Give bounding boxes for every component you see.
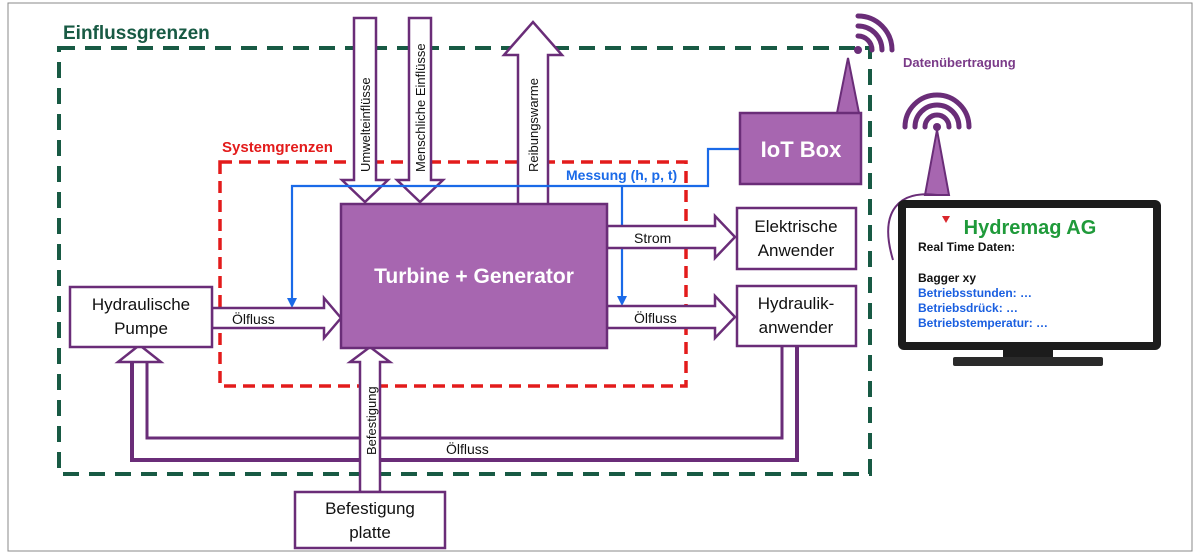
environment-arrow bbox=[338, 16, 392, 204]
turbine-generator-label: Turbine + Generator bbox=[374, 265, 574, 288]
hydraulic-pump-label-2: Pumpe bbox=[114, 319, 168, 338]
mounting-plate-label-2: platte bbox=[349, 523, 391, 542]
monitor-icon bbox=[898, 200, 1161, 366]
electrical-consumer-label-2: Anwender bbox=[758, 241, 835, 260]
monitor-heading: Real Time Daten: bbox=[918, 240, 1015, 254]
mounting-plate-box bbox=[293, 490, 447, 550]
friction-heat-arrow-label: Reibungswarme bbox=[526, 78, 541, 172]
oil-return-pipe-inner bbox=[145, 346, 784, 440]
hydraulic-consumer-label-1: Hydraulik- bbox=[758, 294, 835, 313]
oil-in-label: Ölfluss bbox=[232, 310, 275, 327]
outer-frame bbox=[7, 2, 1193, 552]
hydraulic-pump-label-1: Hydraulische bbox=[92, 295, 190, 314]
hydraulic-consumer-box bbox=[735, 284, 858, 348]
mounting-arrow-label: Befestigung bbox=[364, 386, 379, 455]
antenna-icon bbox=[834, 57, 862, 119]
system-boundary-label: Systemgrenzen bbox=[222, 139, 333, 156]
human-influences-arrow-label: Menschliche Einflüsse bbox=[413, 43, 428, 172]
monitor-machine: Bagger xy bbox=[918, 271, 976, 285]
power-arrow bbox=[605, 212, 737, 262]
hydraulic-consumer-label-2: anwender bbox=[759, 318, 834, 337]
monitor-row-hours: Betriebsstunden: … bbox=[918, 286, 1032, 300]
measurement-label: Messung (h, p, t) bbox=[566, 167, 677, 183]
iot-box-label: IoT Box bbox=[761, 137, 842, 162]
hydremag-logo: Hydremag AG bbox=[964, 217, 1097, 239]
influence-boundary bbox=[57, 46, 872, 476]
mounting-plate-label-1: Befestigung bbox=[325, 499, 415, 518]
turbine-generator-box bbox=[339, 202, 609, 350]
oil-in-arrow bbox=[210, 294, 343, 342]
oil-return-label: Ölfluss bbox=[446, 440, 489, 457]
system-boundary bbox=[218, 160, 688, 388]
mounting-arrow bbox=[346, 345, 394, 494]
monitor-row-temperature: Betriebstemperatur: … bbox=[918, 316, 1048, 330]
oil-return-label-bg bbox=[438, 441, 500, 457]
oil-out-arrow bbox=[605, 292, 737, 342]
iot-box bbox=[738, 111, 863, 186]
influence-boundary-label: Einflussgrenzen bbox=[63, 23, 210, 44]
power-label: Strom bbox=[634, 230, 671, 246]
wifi-icon bbox=[902, 92, 972, 131]
human-influences-arrow bbox=[393, 16, 447, 204]
measurement-line bbox=[290, 147, 740, 300]
wifi-icon bbox=[854, 13, 895, 54]
electrical-consumer-label-1: Elektrische bbox=[754, 217, 837, 236]
data-transmission-label: Datenübertragung bbox=[903, 55, 1016, 70]
friction-heat-arrow bbox=[501, 20, 565, 207]
antenna-icon bbox=[923, 129, 951, 196]
oil-out-label: Ölfluss bbox=[634, 309, 677, 326]
monitor-row-pressure: Betriebsdrück: … bbox=[918, 301, 1018, 315]
hydraulic-pump-box bbox=[68, 285, 214, 349]
measurement-arrowhead-left bbox=[287, 298, 297, 308]
measurement-arrowhead-right bbox=[617, 296, 627, 306]
oil-return-pipe bbox=[130, 346, 799, 462]
antenna-cable bbox=[887, 193, 938, 261]
oil-return-arrowhead bbox=[114, 343, 165, 364]
electrical-consumer-box bbox=[735, 206, 858, 271]
environment-arrow-label: Umwelteinflüsse bbox=[358, 77, 373, 172]
logo-accent-icon bbox=[942, 216, 950, 223]
